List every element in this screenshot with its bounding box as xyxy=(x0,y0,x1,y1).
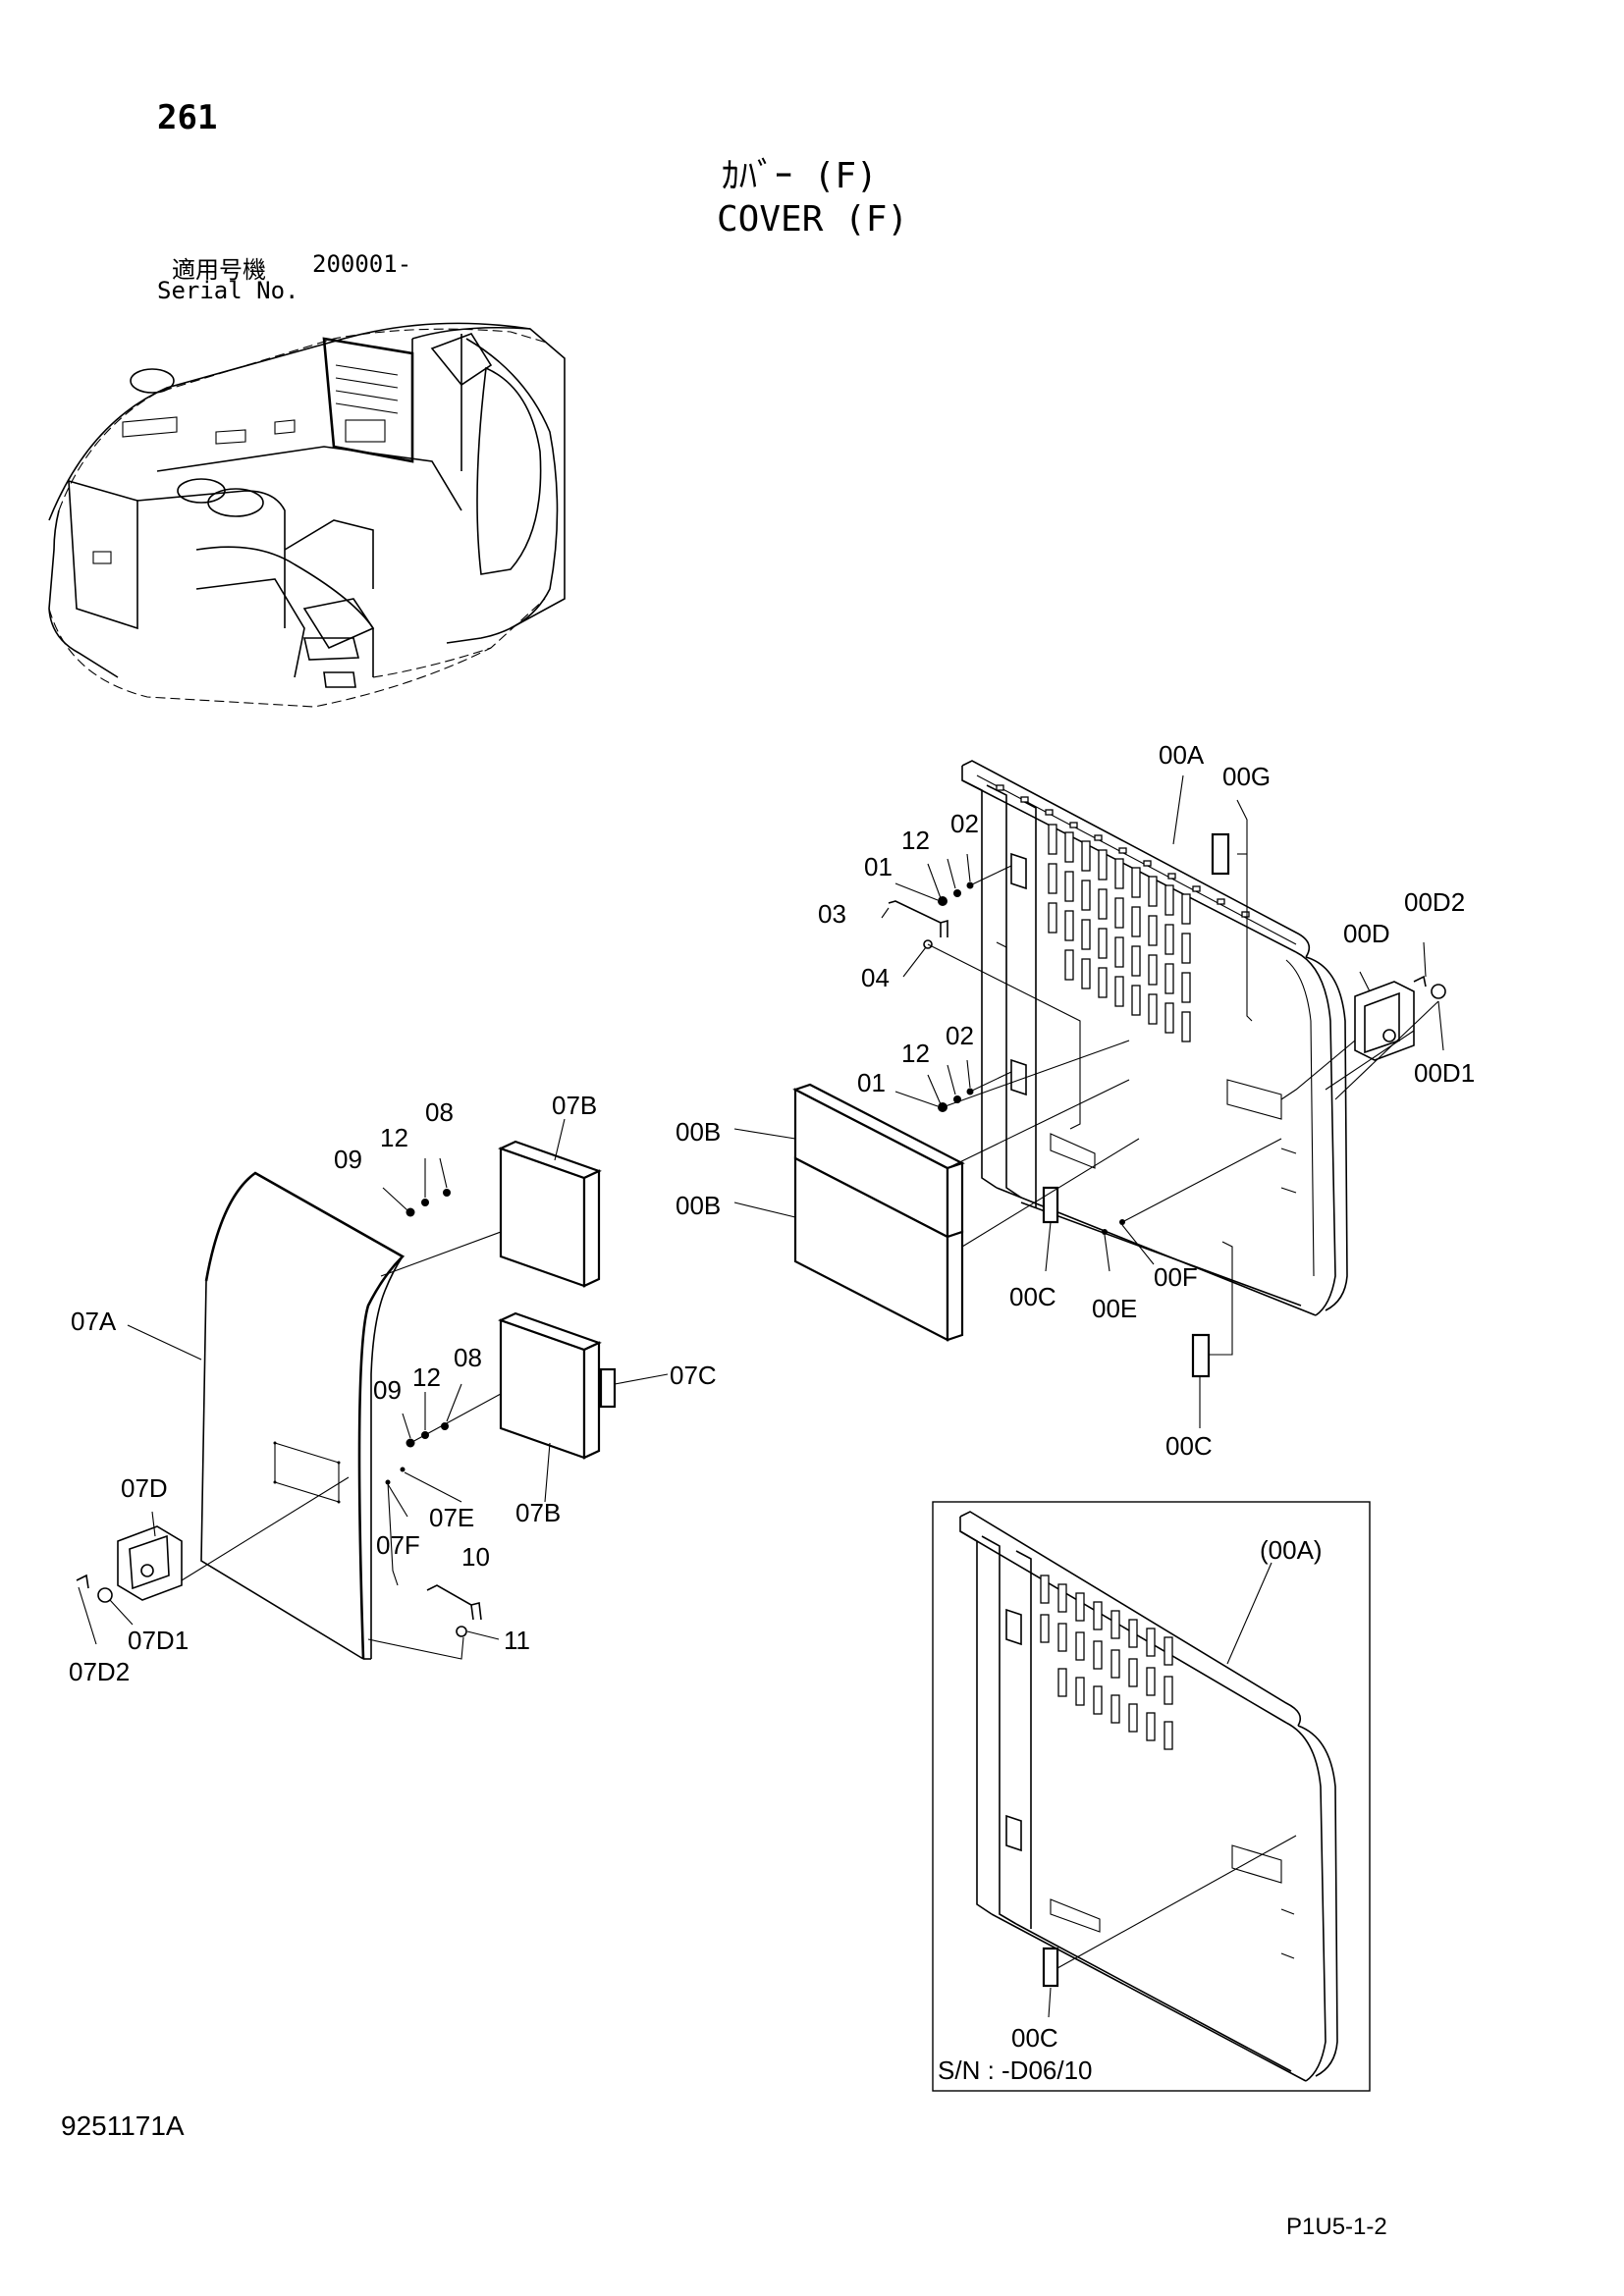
callout-00D: 00D xyxy=(1343,919,1390,948)
machine-overview xyxy=(48,322,566,708)
cover-00A-assembly xyxy=(733,760,1446,1428)
mirror-icon xyxy=(130,368,175,394)
callout-00C: 00C xyxy=(1009,1282,1056,1311)
block-00C-inset-icon xyxy=(1042,1947,1059,1988)
callout-00B-lower: 00B xyxy=(676,1191,721,1220)
callout-01-lower: 01 xyxy=(857,1068,886,1097)
callout-11: 11 xyxy=(504,1626,530,1655)
screw-11-icon xyxy=(456,1626,467,1637)
title-japanese: ｶﾊﾞｰ (F) xyxy=(722,156,878,196)
washer-12-icon xyxy=(953,889,961,897)
inset-callout-00C: 00C xyxy=(1011,2023,1058,2053)
callout-12-lower: 12 xyxy=(901,1039,930,1068)
nut-08-lower-icon xyxy=(441,1422,449,1430)
nut-07D1-icon xyxy=(97,1587,113,1603)
block-07C-icon xyxy=(599,1367,617,1409)
inset-variant-panel xyxy=(932,1501,1371,2092)
callout-03: 03 xyxy=(818,899,846,929)
clip-07D2-icon xyxy=(76,1574,89,1589)
callout-08-lower: 08 xyxy=(454,1343,482,1372)
callout-07D2: 07D2 xyxy=(69,1657,130,1686)
pad-07B-upper-icon xyxy=(498,1140,602,1288)
screw-00E-icon xyxy=(1102,1229,1108,1235)
callout-09: 09 xyxy=(334,1145,362,1174)
top-vent-holes xyxy=(996,784,1250,918)
callout-08: 08 xyxy=(425,1097,454,1127)
pad-07B-lower-icon xyxy=(498,1311,602,1460)
callout-07C: 07C xyxy=(670,1361,717,1390)
callout-00B-upper: 00B xyxy=(676,1117,721,1147)
vent-slots xyxy=(1048,824,1191,1042)
title-english: COVER (F) xyxy=(717,199,909,240)
block-00C-lower-icon xyxy=(1191,1333,1211,1378)
bolt-01-icon xyxy=(938,896,947,906)
serial-label-japanese: 適用号機 xyxy=(172,256,266,284)
callout-00E: 00E xyxy=(1092,1294,1137,1323)
pad-00B-lower-icon xyxy=(793,1156,964,1342)
callout-00C-bottom: 00C xyxy=(1165,1431,1213,1461)
nut-00D1-icon xyxy=(1431,984,1446,999)
nut-04-icon xyxy=(923,939,933,949)
callout-07B-lower: 07B xyxy=(515,1498,561,1527)
document-code: 9251171A xyxy=(61,2110,185,2141)
pad-00B-upper-icon xyxy=(792,1083,965,1239)
callout-02-lower: 02 xyxy=(946,1021,974,1050)
inset-callout-00A: (00A) xyxy=(1260,1535,1323,1565)
washer-12-left-icon xyxy=(421,1199,429,1206)
callout-07A: 07A xyxy=(71,1307,117,1336)
callout-09-lower: 09 xyxy=(373,1375,402,1405)
callout-00F: 00F xyxy=(1154,1262,1198,1292)
bolt-09-icon xyxy=(406,1207,415,1217)
bracket-03-icon xyxy=(888,900,948,937)
callout-07F: 07F xyxy=(376,1530,420,1560)
page-number: 261 xyxy=(157,98,218,137)
callout-07B-upper: 07B xyxy=(552,1091,597,1120)
callout-12: 12 xyxy=(901,826,930,855)
nut-08-icon xyxy=(443,1189,451,1197)
callout-labels: 00A 00G 00D2 00D 00D1 02 12 01 03 04 02 … xyxy=(69,740,1475,2085)
callout-02: 02 xyxy=(950,809,979,838)
callout-01: 01 xyxy=(864,852,893,881)
cover-07A-assembly xyxy=(76,1118,669,1660)
callout-12-left: 12 xyxy=(380,1123,408,1152)
clip-00D2-icon xyxy=(1413,975,1427,988)
callout-07E: 07E xyxy=(429,1503,474,1532)
serial-label-english: Serial No. xyxy=(157,277,299,304)
front-cover-highlight xyxy=(322,337,414,463)
hinge-icons xyxy=(1010,852,1027,1096)
callout-10: 10 xyxy=(461,1542,490,1572)
callout-07D1: 07D1 xyxy=(128,1626,189,1655)
callout-04: 04 xyxy=(861,963,890,992)
serial-value: 200001- xyxy=(312,250,412,278)
inset-serial-note: S/N : -D06/10 xyxy=(938,2056,1093,2085)
callout-00D2: 00D2 xyxy=(1404,887,1465,917)
callout-00D1: 00D1 xyxy=(1414,1058,1475,1088)
block-00G-icon xyxy=(1211,832,1230,876)
page-code: P1U5-1-2 xyxy=(1286,2214,1387,2240)
callout-07D: 07D xyxy=(121,1473,168,1503)
callout-00G: 00G xyxy=(1222,762,1271,791)
lock-07D-icon xyxy=(117,1525,183,1601)
callout-00A: 00A xyxy=(1159,740,1205,770)
callout-12-lower-left: 12 xyxy=(412,1362,441,1392)
screw-07E-icon xyxy=(400,1467,406,1472)
handle-10-icon xyxy=(426,1584,482,1621)
lock-00D-icon xyxy=(1354,981,1415,1061)
